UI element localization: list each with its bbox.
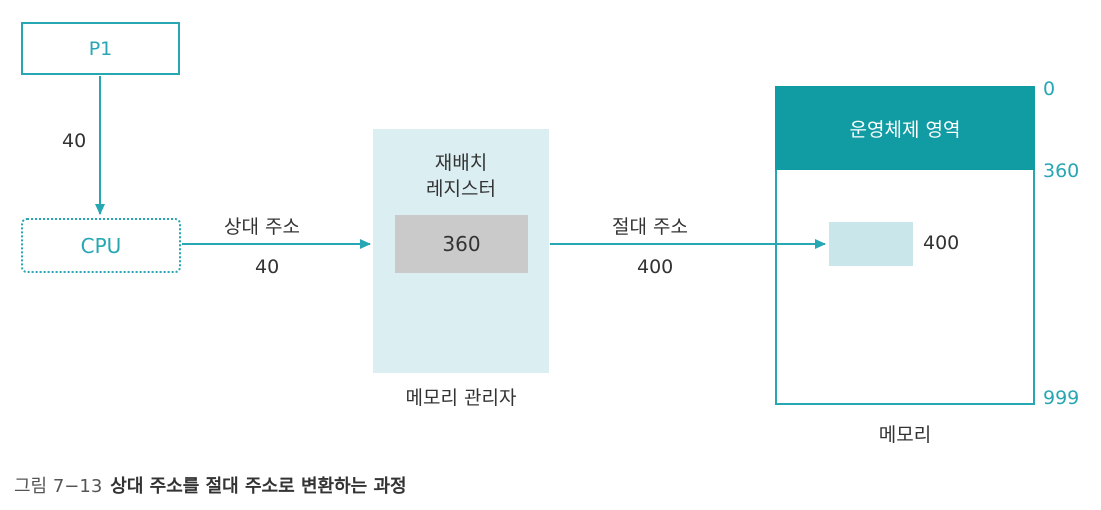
- figure-caption-text: 상대 주소를 절대 주소로 변환하는 과정: [110, 476, 407, 497]
- relocation-register-title: 재배치 레지스터: [373, 150, 549, 202]
- relocation-register-value: 360: [442, 232, 481, 256]
- os-region-label: 운영체제 영역: [849, 118, 961, 141]
- memory-label: 메모리: [878, 424, 932, 446]
- memory-cell-value: 400: [923, 232, 960, 254]
- memory-cell: [829, 222, 913, 266]
- relocation-register-box: 360: [395, 215, 528, 273]
- p1-label: P1: [88, 37, 113, 60]
- address-end: 999: [1043, 387, 1080, 409]
- cpu-label: CPU: [80, 233, 122, 258]
- figure-caption: 그림 7−13 상대 주소를 절대 주소로 변환하는 과정: [14, 472, 407, 498]
- relative-address-value: 40: [255, 256, 280, 278]
- os-region: 운영체제 영역: [775, 86, 1035, 170]
- address-os-end: 360: [1043, 160, 1080, 182]
- p1-to-cpu-value: 40: [62, 130, 87, 152]
- p1-box: P1: [21, 22, 180, 75]
- absolute-address-value: 400: [637, 256, 674, 278]
- figure-number: 그림 7−13: [14, 476, 103, 497]
- absolute-address-label: 절대 주소: [612, 216, 688, 238]
- relocation-register-title-line1: 재배치: [434, 152, 488, 174]
- memory-manager-label: 메모리 관리자: [405, 387, 517, 409]
- cpu-box: CPU: [21, 218, 181, 273]
- relative-address-label: 상대 주소: [224, 216, 300, 238]
- relocation-register-title-line2: 레지스터: [426, 178, 496, 200]
- address-start: 0: [1043, 78, 1056, 100]
